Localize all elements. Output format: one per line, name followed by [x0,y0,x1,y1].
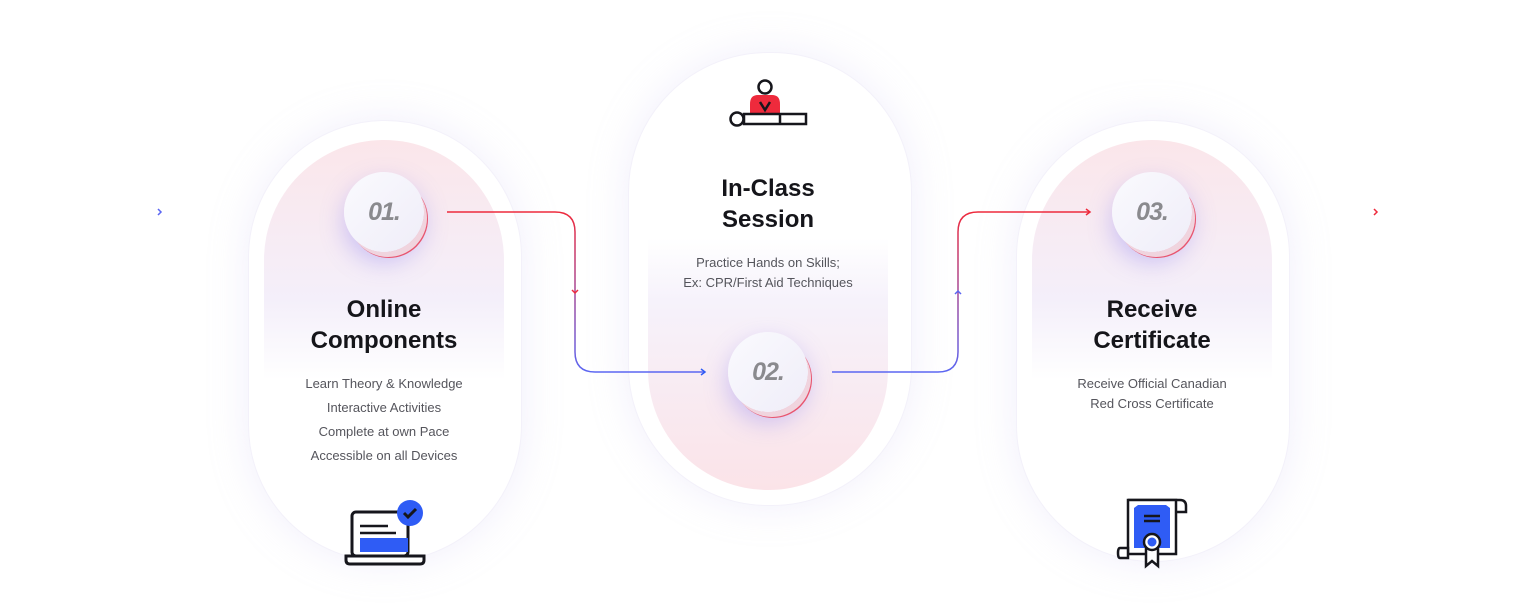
title-line: Receive [1106,296,1198,323]
list-item: Complete at own Pace [318,424,450,439]
step-number: 03. [1136,197,1169,226]
step-2-items: Practice Hands on Skills; Ex: CPR/First … [648,253,888,293]
title-line: In-Class [721,175,815,202]
list-item: Learn Theory & Knowledge [305,376,463,391]
step-3-items: Receive Official Canadian Red Cross Cert… [1032,374,1272,414]
title-line: Certificate [1093,327,1211,354]
arrow-right-icon [1085,208,1092,216]
step-2-card [648,70,888,490]
step-2-title: In-Class Session [648,173,888,235]
list-item: Accessible on all Devices [310,448,458,463]
chevron-right-icon [1373,208,1379,216]
list-item: Practice Hands on Skills; [696,255,840,270]
step-1-title: Online Components [264,294,504,356]
title-line: Components [310,327,458,354]
laptop-check-icon [344,500,426,566]
cpr-training-icon [729,79,808,127]
chevron-up-icon [954,289,962,295]
list-item: Red Cross Certificate [1090,396,1214,411]
step-2-number-badge: 02. [728,332,808,412]
list-item: Ex: CPR/First Aid Techniques [683,275,853,290]
certificate-icon [1116,498,1188,569]
step-1-number-badge: 01. [344,172,424,252]
chevron-down-icon [571,289,579,295]
arrow-right-icon [700,368,707,376]
step-3-number-badge: 03. [1112,172,1192,252]
title-line: Session [721,206,815,233]
step-3-title: Receive Certificate [1032,294,1272,356]
title-line: Online [346,296,422,323]
chevron-right-icon [157,208,163,216]
step-number: 01. [368,197,401,226]
step-1-items: Learn Theory & Knowledge Interactive Act… [264,372,504,468]
step-number: 02. [752,357,785,386]
list-item: Interactive Activities [326,400,442,415]
list-item: Receive Official Canadian [1077,376,1227,391]
